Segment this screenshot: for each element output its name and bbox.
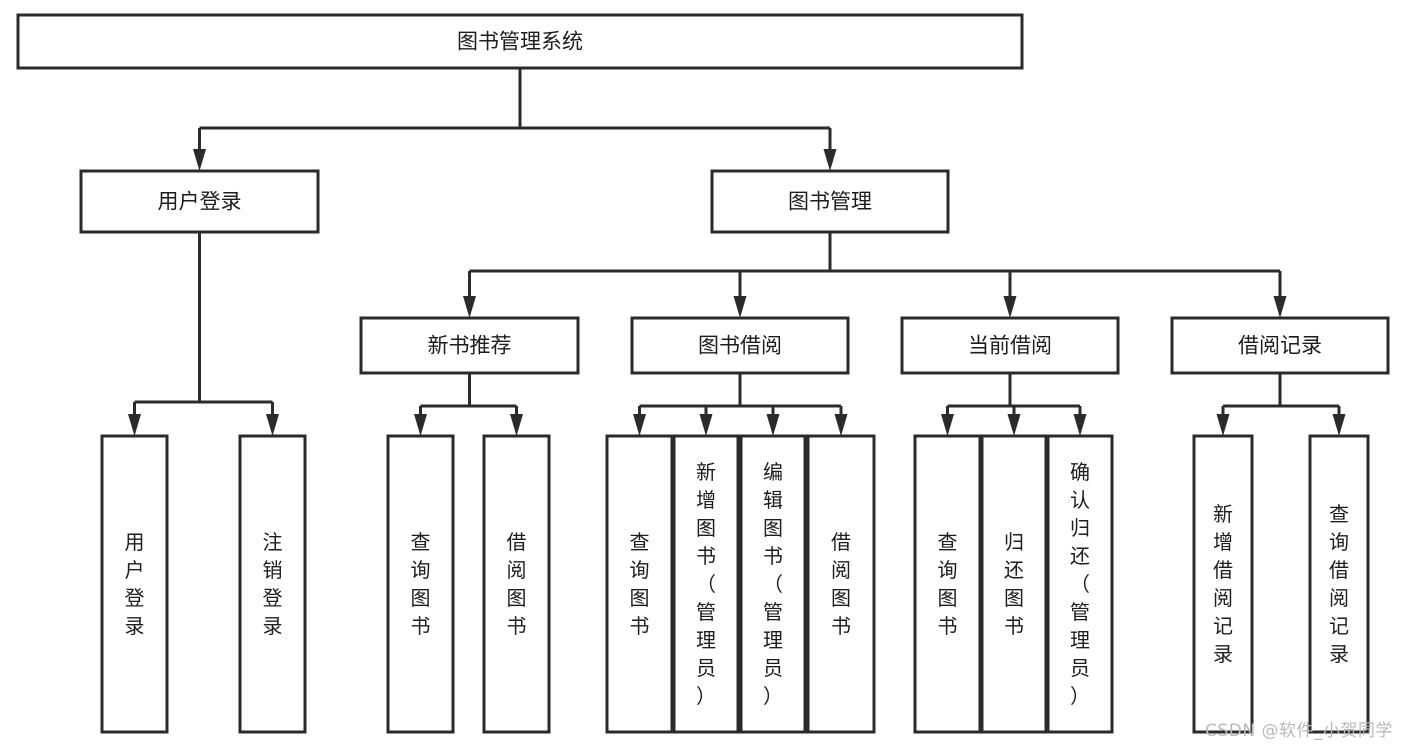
node-box-leaf-cb-return [980,434,1048,734]
node-leaf-bb-borrow[interactable]: 借阅图书 [806,434,876,734]
node-label-leaf-cb-confirm: 确认归还（管理员） [1070,460,1090,708]
arrow-head-book-borrow [733,296,747,318]
node-current-borrow[interactable]: 当前借阅 [900,316,1120,375]
node-label-leaf-bb-add: 新增图书（管理员） [696,460,716,708]
node-label-current-borrow: 当前借阅 [968,334,1052,358]
node-label-leaf-cb-query: 查询图书 [938,530,958,638]
node-label-user-login: 用户登录 [158,190,242,214]
node-box-current-borrow [900,316,1120,375]
arrow-head-leaf-cb-confirm [1073,414,1087,436]
node-leaf-rec-borrow[interactable]: 借阅图书 [482,434,551,734]
arrow-head-leaf-br-query [1332,414,1346,436]
node-box-leaf-user-login [100,434,169,734]
node-leaf-user-login[interactable]: 用户登录 [100,434,169,734]
arrow-head-user-login [193,149,206,171]
node-leaf-bb-query[interactable]: 查询图书 [605,434,674,734]
node-leaf-cb-confirm[interactable]: 确认归还（管理员） [1046,434,1114,734]
node-leaf-br-add[interactable]: 新增借阅记录 [1192,434,1254,734]
node-label-leaf-user-login: 用户登录 [125,530,145,638]
node-label-book-borrow: 图书借阅 [698,334,782,358]
node-box-root [16,13,1024,70]
node-label-borrow-record: 借阅记录 [1238,334,1322,358]
arrow-head-leaf-logout [266,414,279,436]
node-label-root: 图书管理系统 [457,30,583,54]
arrow-head-leaf-rec-query [414,414,427,436]
node-label-leaf-bb-edit: 编辑图书（管理员） [763,460,783,708]
node-box-leaf-bb-add [672,434,740,734]
csdn-watermark: CSDN @软件_小贺同学 [1205,721,1393,741]
node-box-leaf-rec-borrow [482,434,551,734]
node-label-leaf-cb-return: 归还图书 [1004,530,1024,638]
node-box-leaf-bb-edit [739,434,807,734]
arrow-head-leaf-br-add [1216,414,1230,436]
node-box-book-borrow [630,316,850,375]
node-leaf-br-query[interactable]: 查询借阅记录 [1308,434,1370,734]
node-label-new-book-rec: 新书推荐 [428,334,512,358]
arrow-head-leaf-cb-query [941,414,954,436]
node-box-leaf-br-add [1192,434,1254,734]
node-label-leaf-rec-borrow: 借阅图书 [507,530,527,638]
node-leaf-logout[interactable]: 注销登录 [238,434,307,734]
node-leaf-bb-edit[interactable]: 编辑图书（管理员） [739,434,807,734]
node-box-new-book-rec [359,316,580,375]
node-box-leaf-bb-borrow [806,434,876,734]
node-box-book-manage [710,169,950,234]
node-label-leaf-logout: 注销登录 [263,530,283,638]
node-box-user-login [79,169,320,234]
arrow-head-book-manage [823,149,837,171]
node-book-manage[interactable]: 图书管理 [710,169,950,234]
arrow-head-leaf-bb-borrow [834,414,848,436]
node-box-borrow-record [1170,316,1390,375]
arrow-head-current-borrow [1003,296,1017,318]
node-borrow-record[interactable]: 借阅记录 [1170,316,1390,375]
node-leaf-cb-return[interactable]: 归还图书 [980,434,1048,734]
node-box-leaf-br-query [1308,434,1370,734]
arrow-head-leaf-user-login [128,414,141,436]
arrow-head-leaf-cb-return [1007,414,1021,436]
arrow-head-leaf-bb-edit [766,414,780,436]
node-leaf-rec-query[interactable]: 查询图书 [386,434,455,734]
node-label-leaf-bb-borrow: 借阅图书 [831,530,851,638]
node-box-leaf-rec-query [386,434,455,734]
node-leaf-cb-query[interactable]: 查询图书 [913,434,982,734]
edges-layer [128,68,1346,436]
arrow-head-new-book-rec [463,296,476,318]
node-box-leaf-cb-query [913,434,982,734]
node-box-leaf-bb-query [605,434,674,734]
node-label-leaf-br-query: 查询借阅记录 [1329,502,1349,666]
node-label-leaf-rec-query: 查询图书 [411,530,431,638]
node-new-book-rec[interactable]: 新书推荐 [359,316,580,375]
node-box-leaf-cb-confirm [1046,434,1114,734]
node-label-leaf-bb-query: 查询图书 [630,530,650,638]
node-box-leaf-logout [238,434,307,734]
arrow-head-leaf-bb-add [699,414,713,436]
node-label-book-manage: 图书管理 [788,190,872,214]
node-leaf-bb-add[interactable]: 新增图书（管理员） [672,434,740,734]
arrow-head-borrow-record [1273,296,1287,318]
arrow-head-leaf-bb-query [633,414,646,436]
node-user-login[interactable]: 用户登录 [79,169,320,234]
nodes-layer: 图书管理系统用户登录图书管理新书推荐图书借阅当前借阅借阅记录用户登录注销登录查询… [16,13,1390,734]
node-label-leaf-br-add: 新增借阅记录 [1213,502,1233,666]
arrow-head-leaf-rec-borrow [510,414,523,436]
node-book-borrow[interactable]: 图书借阅 [630,316,850,375]
node-root[interactable]: 图书管理系统 [16,13,1024,70]
